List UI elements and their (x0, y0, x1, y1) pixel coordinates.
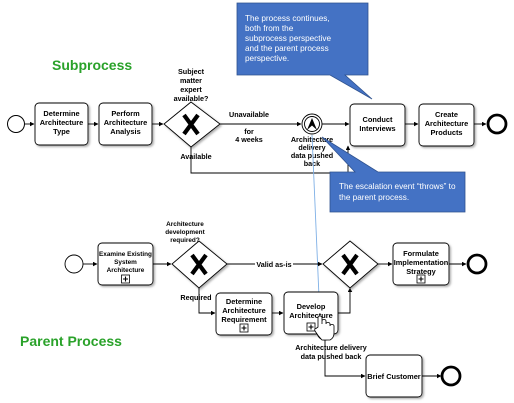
task-label: Analysis (110, 127, 140, 136)
available-label: Available (180, 152, 211, 161)
svg-text:Architecture delivery: Architecture delivery (295, 343, 367, 352)
x-exclusive-gateway-icon (341, 253, 359, 276)
task-brief-customer[interactable]: Brief Customer (365, 354, 423, 398)
parent-process-title: Parent Process (20, 333, 122, 349)
svg-text:development: development (165, 229, 205, 236)
svg-text:expert: expert (180, 85, 202, 94)
callout-text: the parent process. (339, 193, 409, 202)
parent-gateway-question: Architecture development required? (165, 221, 205, 244)
svg-text:for: for (244, 127, 254, 136)
required-label: Required (180, 293, 211, 302)
task-label: Interviews (359, 124, 395, 133)
callout-bottom: The escalation event “throws” to the par… (321, 136, 466, 213)
valid-as-is-label: Valid as-is (256, 260, 291, 269)
task-label: Requirement (221, 315, 267, 324)
svg-text:required?: required? (170, 237, 200, 244)
sub-escalation-event[interactable] (301, 113, 323, 135)
task-label: Formulate (403, 249, 439, 258)
sub-exclusive-gateway[interactable] (163, 101, 221, 148)
collapsed-subprocess-plus-icon (416, 274, 426, 284)
task-label: Brief Customer (367, 372, 421, 381)
task-label: Implementation (394, 258, 449, 267)
task-label: Determine (226, 297, 262, 306)
task-label: Perform (111, 109, 140, 118)
subprocess-title: Subprocess (52, 57, 132, 73)
task-label: Architecture (104, 118, 148, 127)
svg-text:4 weeks: 4 weeks (235, 135, 263, 144)
svg-text:Unavailable: Unavailable (229, 110, 269, 119)
task-label: Architecture (107, 267, 145, 274)
sub-gateway-question: Subject matter expert available? (174, 67, 209, 103)
hand-cursor-icon (314, 315, 335, 341)
task-conduct-interviews[interactable]: Conduct Interviews (349, 103, 406, 147)
sub-start-event[interactable] (7, 115, 25, 133)
parent-escalation-label: Architecture delivery data pushed back (295, 343, 367, 361)
collapsed-subprocess-plus-icon (306, 322, 316, 332)
escalation-event-icon (307, 118, 317, 130)
task-label: Examine Existing (99, 251, 152, 258)
task-label: Create (435, 110, 458, 119)
x-exclusive-gateway-icon (190, 253, 208, 276)
svg-text:back: back (304, 159, 320, 168)
subprocess-determine-architecture-requirement[interactable]: Determine Architecture Requirement (215, 292, 273, 336)
subprocess-examine-existing-system-architecture[interactable]: Examine Existing System Architecture (97, 242, 154, 286)
task-label: Develop (297, 302, 326, 311)
svg-text:Subject: Subject (178, 67, 205, 76)
svg-text:available?: available? (174, 94, 209, 103)
task-label: Architecture (222, 306, 266, 315)
svg-text:data pushed: data pushed (291, 151, 333, 160)
x-exclusive-gateway-icon (182, 113, 200, 136)
collapsed-subprocess-plus-icon (121, 274, 130, 284)
task-create-architecture-products[interactable]: Create Architecture Products (418, 103, 475, 147)
callout-top: The process continues, both from the sub… (236, 2, 373, 100)
svg-text:matter: matter (180, 76, 202, 85)
parent-exclusive-gateway[interactable] (171, 240, 228, 289)
task-label: Conduct (363, 115, 394, 124)
task-determine-architecture-type[interactable]: Determine Architecture Type (34, 102, 89, 146)
task-label: Products (430, 128, 462, 137)
collapsed-subprocess-plus-icon (239, 323, 249, 333)
unavailable-label: Unavailable for 4 weeks (229, 110, 269, 144)
task-label: System (114, 259, 137, 266)
parent-end-event[interactable] (466, 253, 488, 275)
task-label: Determine (43, 109, 79, 118)
parent-start-event[interactable] (64, 254, 84, 274)
sub-end-event[interactable] (486, 113, 508, 135)
parent-merge-gateway[interactable] (322, 240, 379, 289)
escalation-link (311, 134, 321, 321)
task-label: Architecture (40, 118, 84, 127)
callout-text: perspective. (245, 54, 289, 63)
callout-text: The escalation event “throws” to (339, 182, 456, 191)
svg-text:data pushed back: data pushed back (301, 352, 362, 361)
svg-text:Architecture: Architecture (166, 221, 204, 228)
task-label: Architecture (289, 311, 333, 320)
svg-text:delivery: delivery (298, 143, 325, 152)
subprocess-formulate-implementation-strategy[interactable]: Formulate Implementation Strategy (392, 242, 450, 286)
callout-text: both from the (245, 24, 294, 33)
callout-text: The process continues, (245, 14, 330, 23)
brief-end-event[interactable] (440, 365, 462, 387)
task-label: Strategy (406, 267, 436, 276)
callout-text: subprocess perspective (245, 34, 331, 43)
task-label: Type (53, 127, 70, 136)
task-label: Architecture (425, 119, 469, 128)
callout-text: and the parent process (245, 44, 329, 53)
task-perform-architecture-analysis[interactable]: Perform Architecture Analysis (98, 102, 153, 146)
